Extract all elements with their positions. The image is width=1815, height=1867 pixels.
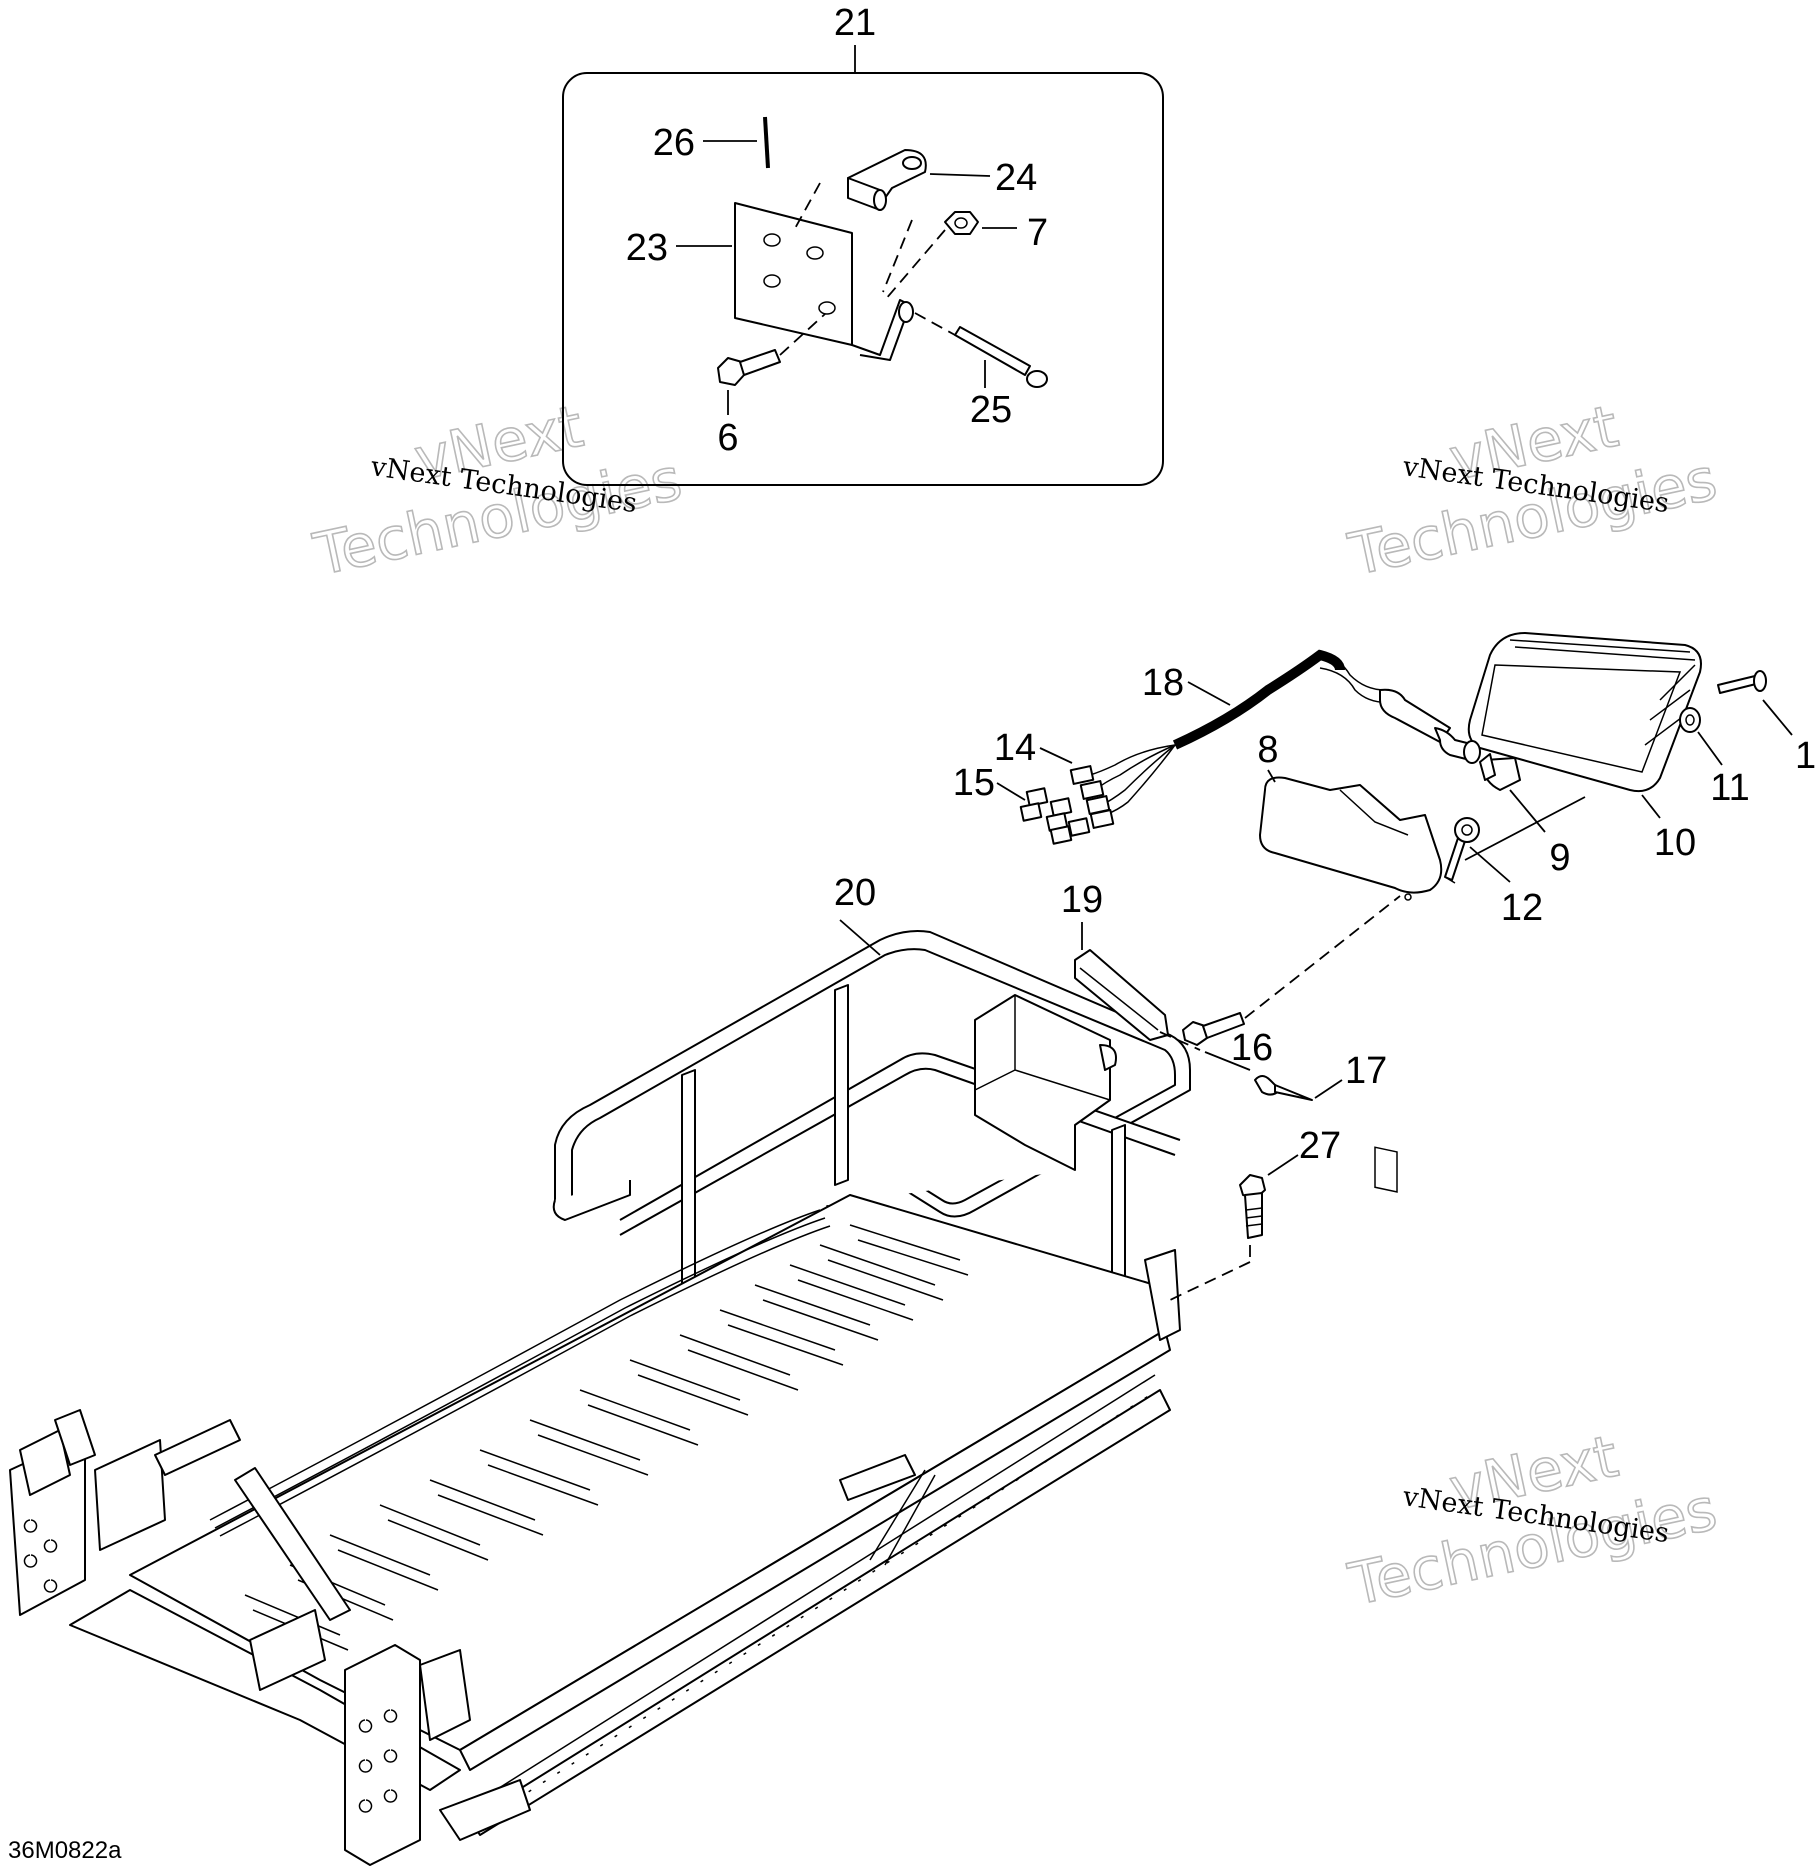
callout-9: 9 — [1549, 837, 1570, 879]
callout-24: 24 — [995, 157, 1037, 199]
rack-bolt — [1239, 1174, 1266, 1239]
callout-11: 11 — [1710, 767, 1749, 809]
bulb-socket — [1444, 817, 1480, 884]
lens-washer — [1679, 707, 1701, 733]
hitch-tongue — [847, 149, 927, 211]
hex-nut — [944, 211, 979, 235]
callout-27: 27 — [1299, 1125, 1341, 1167]
watermark-bottom-right: vNext Technologies vNext Technologies — [1342, 1421, 1723, 1620]
cotter-pin — [763, 116, 770, 169]
watermark-top-left: vNext Technologies vNext Technologies — [307, 391, 688, 590]
callout-26: 26 — [653, 122, 695, 164]
hitch-bolt — [717, 349, 781, 386]
hitch-kit-box — [562, 72, 1164, 486]
watermark-top-right: vNext Technologies vNext Technologies — [1342, 391, 1723, 590]
light-bolt — [1182, 1012, 1245, 1046]
callout-13: 13 — [1795, 735, 1815, 777]
hitch-bracket — [734, 202, 914, 361]
callout-10: 10 — [1654, 822, 1696, 864]
callout-21: 21 — [834, 2, 876, 44]
callout-16: 16 — [1231, 1027, 1273, 1069]
callout-23: 23 — [626, 227, 668, 269]
harness-connectors — [1069, 765, 1115, 829]
tail-light-lens — [1467, 632, 1702, 793]
tail-light-base — [1259, 776, 1443, 1193]
callout-19: 19 — [1061, 879, 1103, 921]
callout-8: 8 — [1257, 729, 1278, 771]
lens-screw — [1717, 670, 1767, 694]
callout-6: 6 — [717, 417, 738, 459]
callout-25: 25 — [970, 389, 1012, 431]
figure-code: 36M0822a — [8, 1837, 122, 1864]
hitch-pin — [954, 326, 1048, 388]
callout-20: 20 — [834, 872, 876, 914]
callout-14: 14 — [994, 727, 1036, 769]
callout-7: 7 — [1027, 212, 1048, 254]
callout-15: 15 — [953, 762, 995, 804]
terminal-caps — [1019, 787, 1091, 845]
callout-12: 12 — [1501, 887, 1543, 929]
cargo-rack — [9, 930, 1191, 1866]
callout-17: 17 — [1345, 1050, 1387, 1092]
wiring-harness — [1089, 649, 1481, 816]
rivet — [1254, 1075, 1313, 1101]
callout-18: 18 — [1142, 662, 1184, 704]
light-bulb — [1479, 753, 1521, 791]
